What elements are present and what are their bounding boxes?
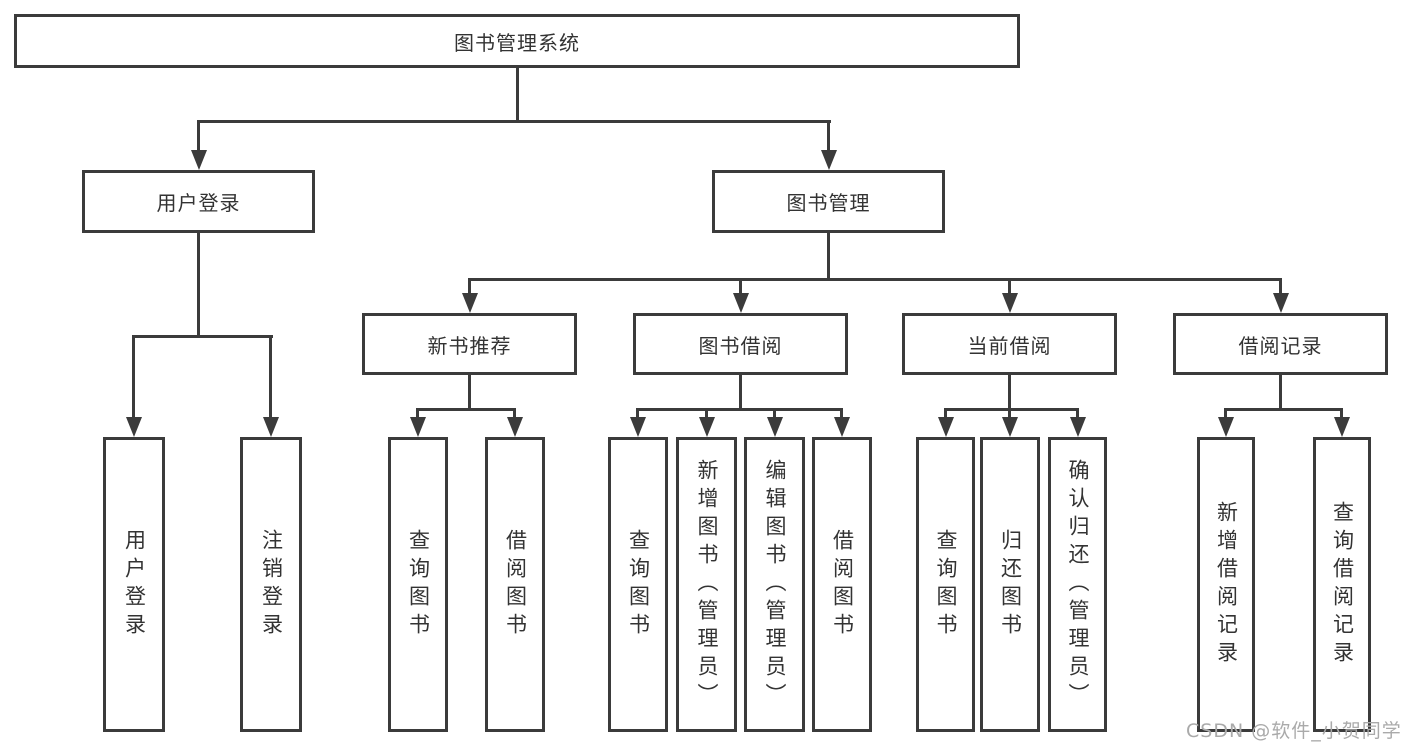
- leaf-user-login: 用户登录: [103, 437, 165, 732]
- leaf-newbook-borrow-books: 借阅图书: [485, 437, 545, 732]
- connector-drop-book-borrow: [739, 278, 742, 296]
- leaf-borrow-borrow-books: 借阅图书: [812, 437, 872, 732]
- node-book-borrow-label: 图书借阅: [698, 333, 783, 358]
- node-new-book-recommend-label: 新书推荐: [427, 333, 512, 358]
- arrow-down-icon: [410, 417, 426, 437]
- connector-drop-borrow-records: [1279, 278, 1282, 296]
- leaf-records-query-record: 查询借阅记录: [1313, 437, 1371, 732]
- node-user-login-label: 用户登录: [156, 191, 241, 215]
- leaf-borrow-query-books: 查询图书: [608, 437, 668, 732]
- leaf-current-return-books: 归还图书: [980, 437, 1040, 732]
- arrow-down-icon: [821, 150, 837, 170]
- arrow-down-icon: [630, 417, 646, 437]
- connector-drop-leaf: [1076, 408, 1079, 420]
- leaf-newbook-query-books: 查询图书: [388, 437, 448, 732]
- leaf-records-query-record-label: 查询借阅记录: [1330, 500, 1355, 669]
- connector-drop-current-borrow: [1008, 278, 1011, 296]
- leaf-records-add-record: 新增借阅记录: [1197, 437, 1255, 732]
- node-book-borrow: 图书借阅: [633, 313, 848, 375]
- arrow-down-icon: [507, 417, 523, 437]
- leaf-current-confirm-return-admin-label: 确认归还（管理员）: [1066, 458, 1090, 711]
- arrow-down-icon: [1334, 417, 1350, 437]
- connector-drop-leaf: [773, 408, 776, 420]
- arrow-down-icon: [126, 417, 142, 437]
- arrow-down-icon: [767, 417, 783, 437]
- connector-drop-leaf: [1008, 408, 1011, 420]
- connector-mgmt-hline: [468, 278, 1282, 281]
- node-borrow-records-label: 借阅记录: [1238, 333, 1323, 358]
- connector-records-stem: [1279, 374, 1282, 411]
- leaf-records-add-record-label: 新增借阅记录: [1214, 500, 1239, 669]
- leaf-borrow-add-books-admin-label: 新增图书（管理员）: [695, 458, 719, 711]
- connector-drop-leaf: [636, 408, 639, 420]
- arrow-down-icon: [191, 150, 207, 170]
- leaf-borrow-add-books-admin: 新增图书（管理员）: [676, 437, 737, 732]
- leaf-newbook-borrow-books-label: 借阅图书: [503, 528, 528, 641]
- node-book-management: 图书管理: [712, 170, 945, 233]
- connector-newbook-stem: [468, 374, 471, 411]
- connector-drop-leaf: [1340, 408, 1343, 420]
- arrow-down-icon: [1218, 417, 1234, 437]
- arrow-down-icon: [834, 417, 850, 437]
- connector-user-stem: [197, 233, 200, 337]
- leaf-borrow-query-books-label: 查询图书: [626, 528, 651, 641]
- connector-drop-leaf: [1224, 408, 1227, 420]
- connector-borrow-hline: [636, 408, 843, 411]
- csdn-watermark: CSDN @软件_小贺同学: [1186, 720, 1402, 742]
- connector-drop-leaf: [513, 408, 516, 420]
- arrow-down-icon: [733, 293, 749, 313]
- arrow-down-icon: [699, 417, 715, 437]
- leaf-logout-label: 注销登录: [259, 528, 284, 641]
- connector-borrow-stem: [739, 374, 742, 411]
- connector-current-stem: [1008, 374, 1011, 411]
- arrow-down-icon: [1273, 293, 1289, 313]
- node-user-login: 用户登录: [82, 170, 315, 233]
- connector-drop-new-book: [468, 278, 471, 296]
- leaf-borrow-edit-books-admin: 编辑图书（管理员）: [744, 437, 805, 732]
- arrow-down-icon: [1070, 417, 1086, 437]
- arrow-down-icon: [1002, 417, 1018, 437]
- leaf-borrow-borrow-books-label: 借阅图书: [830, 528, 855, 641]
- arrow-down-icon: [1002, 293, 1018, 313]
- connector-newbook-hline: [416, 408, 516, 411]
- connector-drop-leaf: [944, 408, 947, 420]
- node-book-management-label: 图书管理: [786, 191, 871, 215]
- connector-drop-leaf: [840, 408, 843, 420]
- connector-drop-logout-leaf: [269, 335, 272, 419]
- arrow-down-icon: [938, 417, 954, 437]
- arrow-down-icon: [263, 417, 279, 437]
- leaf-current-return-books-label: 归还图书: [998, 528, 1023, 641]
- connector-drop-user-login: [197, 120, 200, 152]
- connector-drop-book-mgmt: [827, 120, 830, 152]
- connector-user-hline: [132, 335, 273, 338]
- connector-drop-login-leaf: [132, 335, 135, 419]
- node-root-label: 图书管理系统: [454, 30, 580, 55]
- leaf-current-query-books: 查询图书: [916, 437, 975, 732]
- node-current-borrow: 当前借阅: [902, 313, 1117, 375]
- node-current-borrow-label: 当前借阅: [967, 333, 1052, 358]
- leaf-logout: 注销登录: [240, 437, 302, 732]
- leaf-current-query-books-label: 查询图书: [934, 528, 958, 641]
- connector-drop-leaf: [416, 408, 419, 420]
- leaf-current-confirm-return-admin: 确认归还（管理员）: [1048, 437, 1107, 732]
- connector-mgmt-stem: [827, 233, 830, 281]
- leaf-borrow-edit-books-admin-label: 编辑图书（管理员）: [763, 458, 787, 711]
- leaf-newbook-query-books-label: 查询图书: [406, 528, 431, 641]
- connector-root-stem: [516, 68, 519, 123]
- arrow-down-icon: [462, 293, 478, 313]
- node-new-book-recommend: 新书推荐: [362, 313, 577, 375]
- leaf-user-login-label: 用户登录: [122, 528, 147, 641]
- node-root: 图书管理系统: [14, 14, 1020, 68]
- node-borrow-records: 借阅记录: [1173, 313, 1388, 375]
- connector-root-hline: [197, 120, 831, 123]
- connector-records-hline: [1224, 408, 1343, 411]
- connector-drop-leaf: [705, 408, 708, 420]
- connector-current-hline: [944, 408, 1079, 411]
